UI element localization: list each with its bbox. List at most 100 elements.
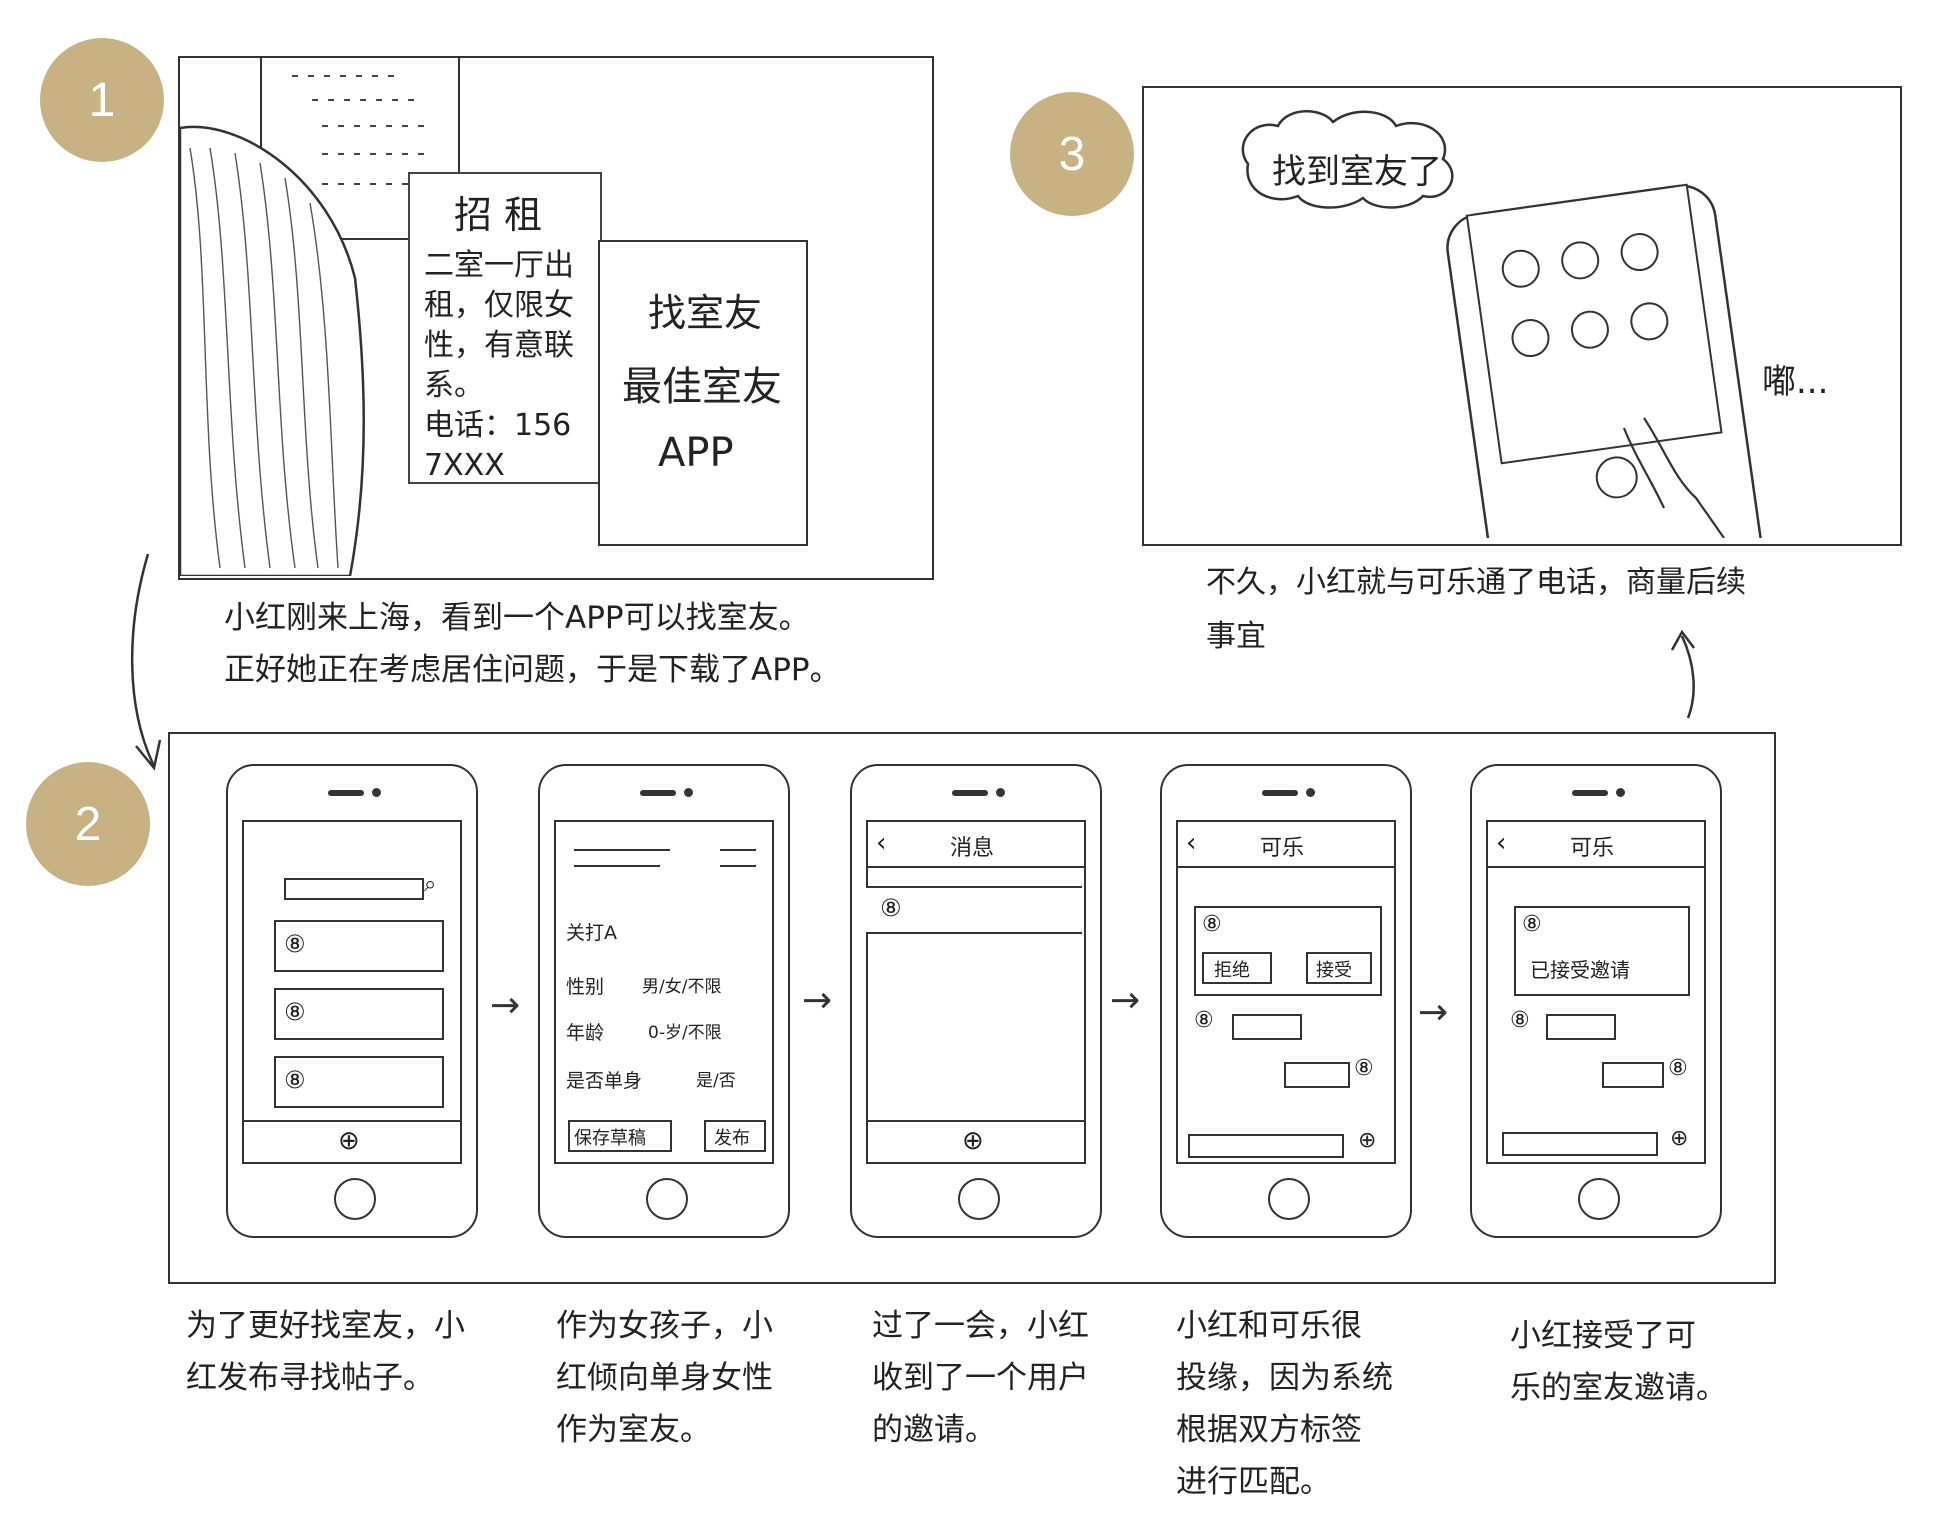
curtain-illustration: [180, 125, 365, 576]
user-icon: ⑧: [1354, 1056, 1374, 1081]
back-icon[interactable]: ‹: [1186, 828, 1197, 858]
chat-input[interactable]: [1502, 1132, 1658, 1156]
phone-speaker: [328, 790, 364, 796]
step-arrow: →: [802, 980, 833, 1021]
home-button[interactable]: [1268, 1178, 1310, 1220]
rent-notice: 招 租 二室一厅出 租，仅限女 性，有意联 系。 电话：156 7XXX: [408, 172, 602, 484]
caption-line: 红倾向单身女性: [556, 1360, 773, 1396]
nav-title: 可乐: [1570, 836, 1615, 861]
phone-speaker: [1262, 790, 1298, 796]
form-age-value[interactable]: 0-岁/不限: [648, 1023, 722, 1043]
nav-bar: ‹ 可乐: [1488, 822, 1704, 868]
speech-cloud: [1241, 110, 1454, 209]
phone-screen: ⌕ ⑧ ⑧ ⑧ ⊕: [242, 820, 462, 1164]
user-icon: ⑧: [1668, 1056, 1688, 1081]
rent-notice-title: 招 租: [454, 193, 543, 237]
phone-camera: [1616, 788, 1625, 797]
caption-line: 小红和可乐很: [1176, 1308, 1362, 1344]
post-card[interactable]: ⑧: [274, 988, 444, 1040]
chat-bubble-sent: [1602, 1062, 1664, 1088]
accepted-card: ⑧ 已接受邀请: [1514, 906, 1690, 996]
poster-scribbles: [292, 75, 432, 185]
phone-camera: [372, 788, 381, 797]
nav-bar: ‹ 可乐: [1178, 822, 1394, 868]
ringing-sound: 嘟...: [1762, 362, 1829, 402]
scene-1-frame: 招 租 二室一厅出 租，仅限女 性，有意联 系。 电话：156 7XXX 找室友…: [178, 56, 934, 580]
flow-arrow-2-to-3: [1670, 629, 1695, 719]
caption-line: 作为女孩子，小: [556, 1308, 773, 1344]
speech-bubble-text: 找到室友了: [1272, 152, 1442, 192]
nav-bar: ‹ 消息: [868, 822, 1084, 868]
caption-line: 作为室友。: [556, 1412, 711, 1448]
home-button[interactable]: [958, 1178, 1000, 1220]
scene-2-caption-4: 小红和可乐很 投缘，因为系统 根据双方标签 进行匹配。: [1176, 1300, 1393, 1508]
search-icon[interactable]: ⌕: [424, 872, 437, 897]
rent-line: 二室一厅出: [424, 248, 574, 283]
caption-line: 不久，小红就与可乐通了电话，商量后续: [1206, 565, 1746, 600]
home-button[interactable]: [1578, 1178, 1620, 1220]
phone-messages: ‹ 消息 ⑧ ⊕: [850, 764, 1102, 1238]
caption-line: 为了更好找室友，小: [186, 1308, 465, 1344]
add-icon[interactable]: ⊕: [1670, 1126, 1689, 1151]
app-poster-line3: APP: [658, 430, 734, 476]
step-arrow: →: [1418, 992, 1449, 1033]
caption-line: 投缘，因为系统: [1176, 1360, 1393, 1396]
home-button[interactable]: [646, 1178, 688, 1220]
form-gender-value[interactable]: 男/女/不限: [642, 977, 722, 997]
save-draft-label: 保存草稿: [574, 1128, 646, 1149]
form-single-value[interactable]: 是/否: [696, 1071, 736, 1091]
nav-title: 可乐: [1260, 836, 1305, 861]
phone-camera: [996, 788, 1005, 797]
step-badge-3: 3: [1010, 92, 1134, 216]
phone-screen: 关打A 性别 男/女/不限 年龄 0-岁/不限 是否单身 是/否 保存草稿 发布: [554, 820, 774, 1164]
scene-2-caption-3: 过了一会，小红 收到了一个用户 的邀请。: [872, 1300, 1089, 1456]
chat-bubble-received: [1232, 1014, 1302, 1040]
search-input[interactable]: [284, 878, 424, 900]
post-card[interactable]: ⑧: [274, 1056, 444, 1108]
chat-input[interactable]: [1188, 1134, 1344, 1158]
phone-screen: ‹ 消息 ⑧ ⊕: [866, 820, 1086, 1164]
app-poster: 找室友 最佳室友 APP: [598, 240, 808, 546]
phone-call-illustration: [1446, 183, 1766, 538]
user-icon: ⑧: [1202, 912, 1222, 937]
caption-line: 小红刚来上海，看到一个APP可以找室友。: [224, 600, 810, 636]
caption-line: 进行匹配。: [1176, 1464, 1331, 1500]
app-poster-line2: 最佳室友: [622, 364, 782, 410]
accept-button[interactable]: 接受: [1306, 952, 1372, 984]
phone-chat-invite: ‹ 可乐 ⑧ 拒绝 接受 ⑧ ⑧ ⊕: [1160, 764, 1412, 1238]
publish-label: 发布: [714, 1128, 750, 1149]
phone-screen: ‹ 可乐 ⑧ 拒绝 接受 ⑧ ⑧ ⊕: [1176, 820, 1396, 1164]
add-icon[interactable]: ⊕: [1358, 1128, 1377, 1153]
phone-chat-accepted: ‹ 可乐 ⑧ 已接受邀请 ⑧ ⑧ ⊕: [1470, 764, 1722, 1238]
message-row[interactable]: ⑧: [866, 886, 1082, 934]
app-poster-line1: 找室友: [648, 291, 763, 335]
chat-bubble-sent: [1284, 1062, 1350, 1088]
rent-notice-body: 二室一厅出 租，仅限女 性，有意联 系。 电话：156 7XXX: [424, 246, 574, 486]
save-draft-button[interactable]: 保存草稿: [568, 1120, 672, 1152]
rent-line: 7XXX: [424, 448, 505, 483]
user-icon: ⑧: [284, 998, 306, 1026]
publish-plus-icon[interactable]: ⊕: [338, 1126, 360, 1156]
chat-bubble-received: [1546, 1014, 1616, 1040]
caption-line: 的邀请。: [872, 1412, 996, 1448]
back-icon[interactable]: ‹: [1496, 828, 1507, 858]
phone-speaker: [952, 790, 988, 796]
publish-plus-icon[interactable]: ⊕: [962, 1126, 984, 1156]
rent-line: 电话：156: [424, 408, 572, 443]
post-card[interactable]: ⑧: [274, 920, 444, 972]
user-icon: ⑧: [284, 1066, 306, 1094]
caption-line: 收到了一个用户: [872, 1360, 1089, 1396]
flow-arrow-1-to-2: [130, 553, 162, 771]
home-button[interactable]: [334, 1178, 376, 1220]
scene-2-caption-1: 为了更好找室友，小 红发布寻找帖子。: [186, 1300, 465, 1404]
form-header-scribble: [574, 849, 756, 867]
reject-button[interactable]: 拒绝: [1202, 952, 1272, 984]
rent-line: 性，有意联: [424, 328, 574, 363]
rent-line: 租，仅限女: [424, 288, 574, 323]
publish-button[interactable]: 发布: [704, 1120, 766, 1152]
caption-line: 正好她正在考虑居住问题，于是下载了APP。: [224, 652, 841, 688]
tab-bar: ⊕: [868, 1120, 1084, 1162]
user-icon: ⑧: [1510, 1008, 1530, 1033]
back-icon[interactable]: ‹: [876, 828, 887, 858]
scene-3-frame: 找到室友了 嘟...: [1142, 86, 1902, 546]
